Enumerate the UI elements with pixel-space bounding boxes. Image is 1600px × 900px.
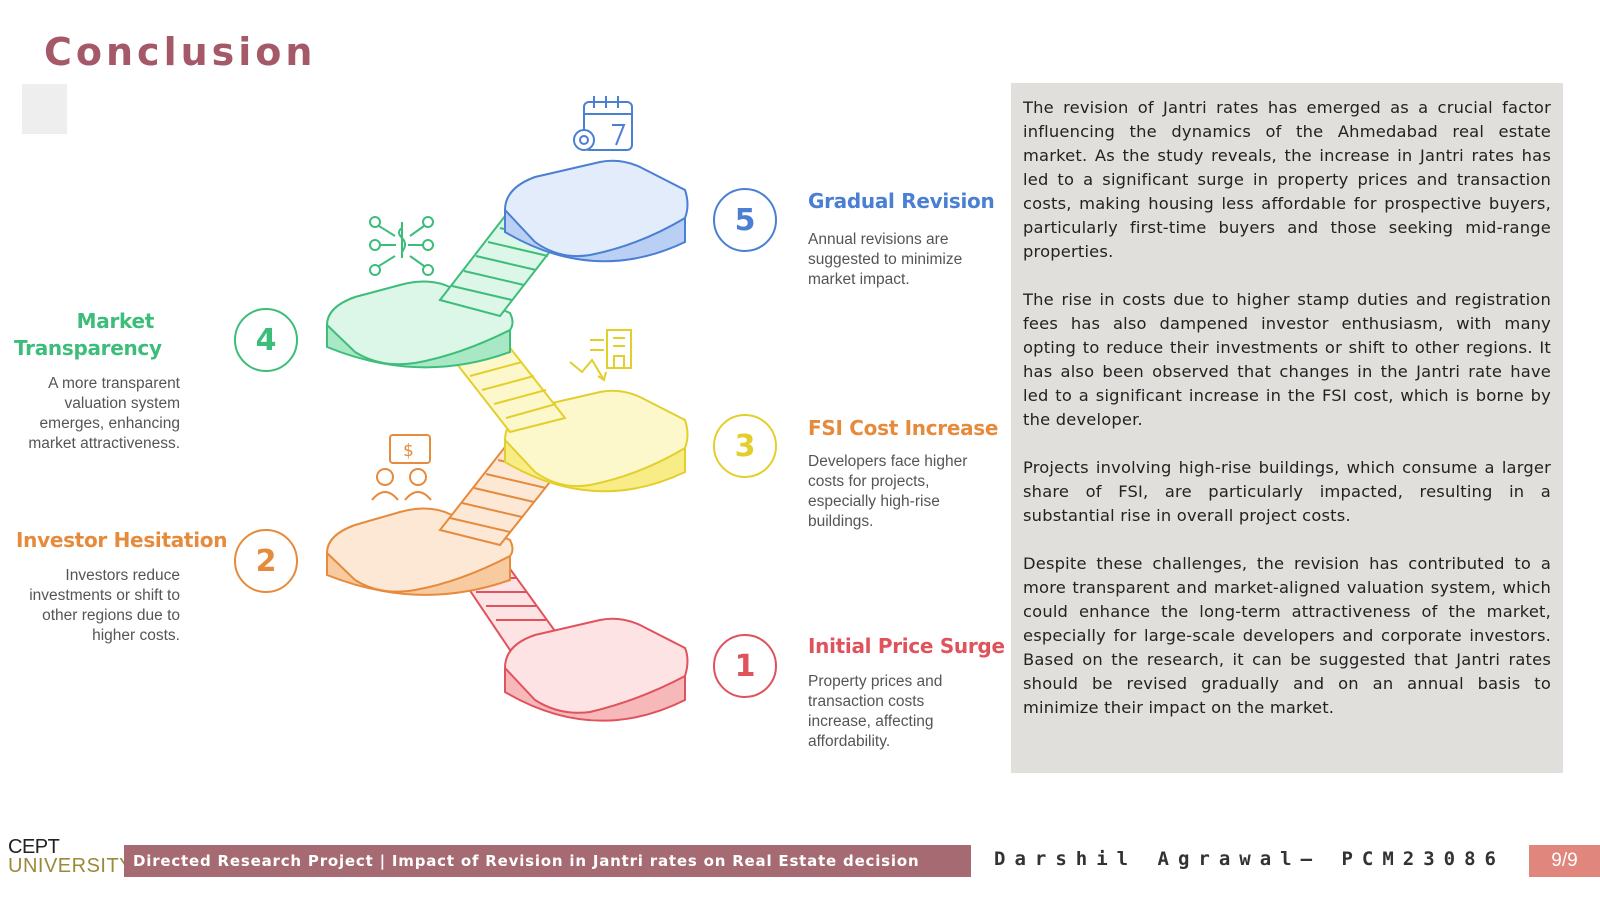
step-1-description: Property prices and transaction costs in… [808,673,943,750]
step-number-1: 1 [713,634,777,698]
page-number-badge: 9/9 [1529,845,1600,877]
logo-line-1: CEPT [8,836,60,858]
step-number-2: 2 [234,529,298,593]
step-5-description: Annual revisions are suggested to minimi… [808,231,963,288]
step-2-title: Investor Hesitation [16,528,228,552]
platform-1 [503,617,689,722]
step-number-5: 5 [713,188,777,252]
conclusion-paragraph-4: Despite these challenges, the revision h… [1023,554,1551,717]
logo-line-2: UNIVERSITY [8,855,134,877]
step-3-description: Developers face higher costs for project… [808,453,968,530]
step-number-4: 4 [234,308,298,372]
svg-text:$: $ [403,441,414,461]
step-number-3: 3 [713,414,777,478]
footer-project-bar: Directed Research Project | Impact of Re… [124,845,971,877]
conclusion-paragraph-1: The revision of Jantri rates has emerged… [1023,98,1551,261]
conclusion-paragraph-2: The rise in costs due to higher stamp du… [1023,290,1551,429]
building-cost-chart-icon [569,329,632,382]
staircase-diagram: $ [325,96,689,722]
step-1-title: Initial Price Surge [808,634,1005,658]
placeholder-box [22,84,67,134]
money-network-icon [369,216,434,276]
investors-money-icon: $ [371,434,432,501]
conclusion-text-panel: The revision of Jantri rates has emerged… [1011,83,1563,773]
step-4-title: Market Transparency [14,309,162,360]
step-5-title: Gradual Revision [808,189,995,213]
page-title: Conclusion [44,30,317,74]
cept-university-logo: CEPT UNIVERSITY [8,836,134,877]
conclusion-paragraph-3: Projects involving high-rise buildings, … [1023,458,1551,525]
footer-author: Darshil Agrawal– PCM23086 [994,848,1505,870]
step-4-description: A more transparent valuation system emer… [28,375,180,452]
platform-5 [503,159,689,263]
calendar-gear-icon [573,96,633,151]
step-2-description: Investors reduce investments or shift to… [29,567,180,644]
step-3-title: FSI Cost Increase [808,416,999,440]
